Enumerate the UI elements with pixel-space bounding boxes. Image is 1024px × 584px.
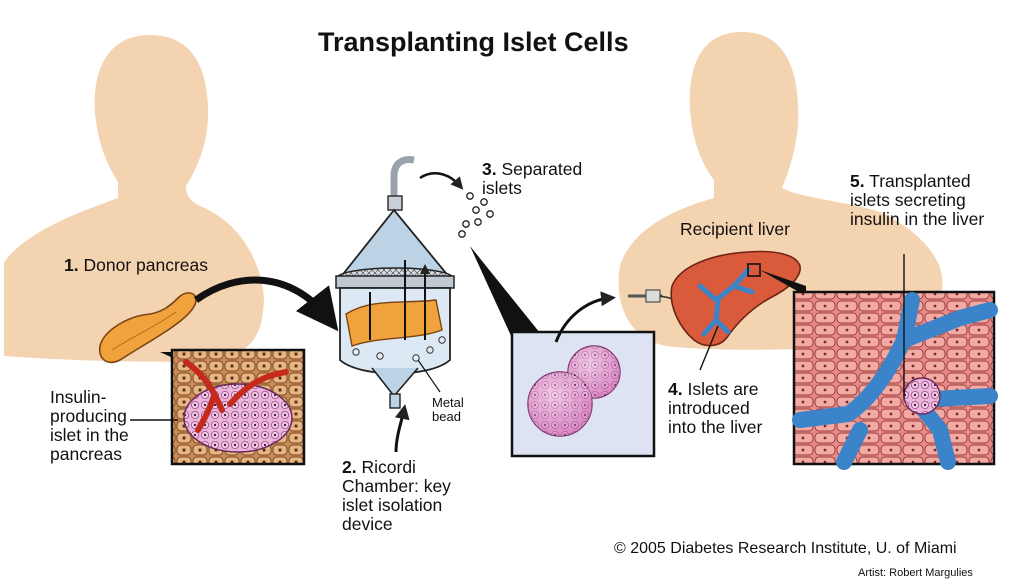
- step-2-text: Ricordi Chamber: key islet isolation dev…: [342, 457, 451, 534]
- separated-islets: [458, 192, 494, 238]
- islets-magnified: [470, 246, 656, 458]
- artist-credit: Artist: Robert Margulies: [858, 567, 973, 579]
- donor-torso: [4, 35, 264, 362]
- liver-detail-pointer: [760, 270, 806, 296]
- step-5-text: Transplanted islets secreting insulin in…: [850, 171, 985, 229]
- step-3-number: 3.: [482, 159, 497, 179]
- arrow-to-chamber: [193, 276, 339, 332]
- ricordi-chamber: [335, 156, 455, 453]
- leader-lines: [130, 254, 905, 421]
- metal-bead-label: Metal bead: [432, 395, 464, 425]
- arrow-to-catheter: [554, 291, 616, 343]
- step-3-text: Separated islets: [482, 159, 583, 198]
- liver-detail: [792, 290, 998, 470]
- step-4-label: 4. Islets are introduced into the liver: [668, 380, 778, 437]
- diagram-title: Transplanting Islet Cells: [318, 27, 629, 57]
- step-2-label: 2. Ricordi Chamber: key islet isolation …: [342, 458, 486, 534]
- step-4-number: 4.: [668, 379, 683, 399]
- copyright: © 2005 Diabetes Research Institute, U. o…: [614, 540, 957, 557]
- step-1-label: 1. Donor pancreas: [64, 256, 208, 275]
- islet-label: Insulin-producing islet in the pancreas: [50, 387, 129, 464]
- step-1-number: 1.: [64, 255, 79, 275]
- recipient-liver-label: Recipient liver: [680, 219, 790, 239]
- step-5-number: 5.: [850, 171, 865, 191]
- recipient-liver: [670, 250, 801, 347]
- step-1-text: Donor pancreas: [83, 255, 209, 275]
- step-2-number: 2.: [342, 457, 357, 477]
- step-3-label: 3. Separated islets: [482, 160, 602, 198]
- arrow-to-islets: [419, 172, 464, 190]
- step-5-label: 5. Transplanted islets secreting insulin…: [850, 172, 1004, 229]
- step-4-text: Islets are introduced into the liver: [668, 379, 763, 437]
- pancreas-detail: [160, 348, 306, 466]
- catheter: [628, 289, 701, 307]
